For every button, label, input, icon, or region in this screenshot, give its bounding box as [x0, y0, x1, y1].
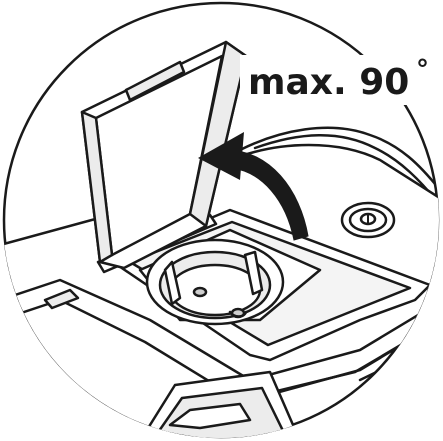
- screw-icon: [340, 201, 396, 239]
- housing-top-edge: [238, 126, 439, 192]
- left-slot: [43, 288, 80, 310]
- max-angle-label: max. 90: [248, 62, 409, 103]
- rotation-arrow-icon: [198, 132, 309, 241]
- hinged-lid: [80, 40, 248, 270]
- housing-top-inner-edge: [253, 134, 439, 207]
- socket-icon: [145, 238, 285, 326]
- annotation-background: [240, 55, 435, 105]
- degree-symbol: °: [416, 55, 429, 85]
- housing-front-bevel: [3, 278, 439, 382]
- front-compartment-slot: [168, 402, 252, 430]
